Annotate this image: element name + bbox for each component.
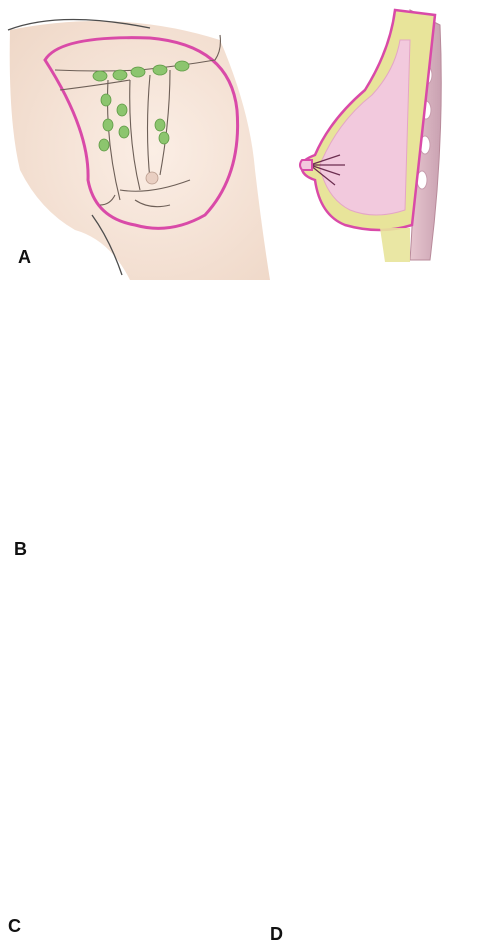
green-lymph-node-icon [113, 70, 127, 80]
green-lymph-node-icon [159, 132, 169, 144]
green-lymph-node-icon [119, 126, 129, 138]
panel-a-frontal-view [8, 19, 270, 280]
green-lymph-node-icon [153, 65, 167, 75]
green-lymph-node-icon [99, 139, 109, 151]
green-lymph-node-icon [93, 71, 107, 81]
panel-label-a: A [18, 248, 31, 266]
green-lymph-node-icon [103, 119, 113, 131]
panel-a-skin [10, 21, 270, 280]
green-lymph-node-icon [131, 67, 145, 77]
green-lymph-node-icon [155, 119, 165, 131]
green-lymph-node-icon [117, 104, 127, 116]
panel-a-sagittal-view [300, 10, 441, 262]
panel-label-c: C [8, 917, 21, 935]
panel-label-b: B [14, 540, 27, 558]
panel-a-nipple-side [300, 160, 312, 170]
green-lymph-node-icon [175, 61, 189, 71]
green-lymph-node-icon [101, 94, 111, 106]
panel-label-d: D [270, 925, 283, 943]
panel-a-nipple [146, 172, 158, 184]
panel-a-lower-body [380, 228, 410, 262]
